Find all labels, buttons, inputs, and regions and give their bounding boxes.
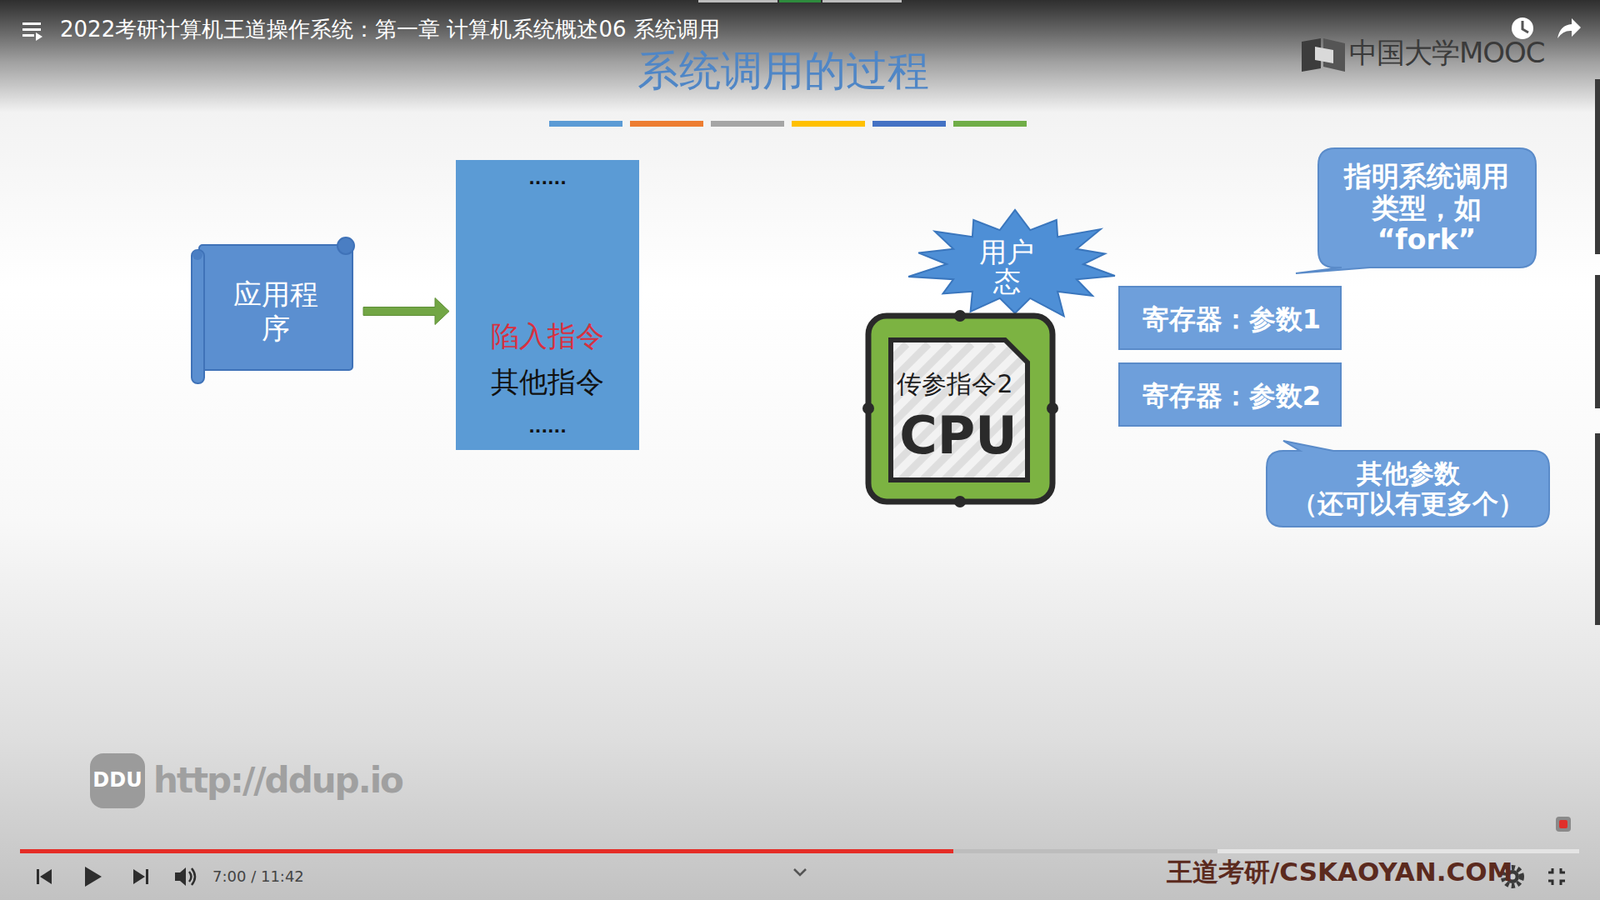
corner — [1560, 880, 1565, 885]
top-bar — [698, 0, 778, 3]
color-bar — [953, 120, 1027, 127]
cpu-chip: 传参指令2CPU — [863, 310, 1058, 507]
scroll-body — [199, 245, 353, 370]
corner — [1548, 880, 1553, 885]
stripe — [891, 344, 1059, 511]
node-outline — [189, 235, 357, 388]
chip-pin — [862, 402, 875, 415]
color-bars — [549, 120, 1027, 127]
watermark-url: http://ddup.io — [153, 760, 403, 801]
next-triangle — [133, 869, 145, 885]
top-bar — [779, 0, 821, 3]
progress-played — [20, 849, 954, 854]
volume-wave — [189, 871, 192, 882]
video-title: 2022考研计算机王道操作系统：第一章 计算机系统概述06 系统调用 — [60, 17, 720, 43]
register-box: 寄存器：参数1 — [1118, 285, 1342, 350]
menu-line — [22, 34, 35, 37]
watermark-badge — [90, 753, 145, 809]
time-display: 7:00 / 11:42 — [212, 868, 305, 886]
stripe — [696, 344, 864, 511]
record-frame — [1555, 816, 1571, 832]
register-box: 寄存器：参数2 — [1118, 362, 1342, 427]
book-mark — [1315, 46, 1334, 64]
scroll-knob — [337, 237, 355, 255]
site-watermark: 王道考研/CSKAOYAN.COM — [1166, 857, 1513, 888]
node-text: 其他参数 （还可以有更多个） — [1286, 459, 1530, 519]
chip-body — [868, 315, 1053, 502]
color-bar — [791, 120, 865, 127]
menu-icon — [22, 22, 43, 41]
stripe — [870, 344, 1037, 511]
instruction-box: ...... 陷入指令其他指令...... — [455, 160, 640, 450]
callout-bubble: 其他参数 （还可以有更多个） — [1266, 450, 1550, 527]
clock-icon — [1511, 17, 1534, 40]
play-triangle — [85, 866, 102, 887]
clock-hands — [1522, 20, 1529, 33]
node-text: 寄存器：参数2 — [1142, 380, 1321, 412]
color-bar — [872, 120, 946, 127]
callout-shape — [1295, 148, 1536, 274]
mooc-logo-icon — [1301, 38, 1345, 72]
corner — [1560, 868, 1565, 873]
chip-pin — [1046, 402, 1059, 415]
menu-play — [35, 32, 43, 41]
slide-title: 系统调用的过程 — [637, 47, 930, 96]
watermark-badge-text: DDU — [92, 769, 142, 793]
clock-face — [1511, 17, 1534, 40]
chip-pin — [954, 310, 966, 322]
color-bar — [710, 120, 785, 127]
arrow-shape — [363, 298, 450, 325]
node-text: 应用程序 — [231, 277, 320, 346]
callout-shape — [1266, 440, 1550, 527]
chip-card-border — [890, 340, 1028, 480]
node-text: 传参指令2 — [896, 370, 1013, 400]
record-icon — [1555, 816, 1571, 832]
prev-triangle — [40, 869, 52, 885]
volume-speaker — [175, 867, 186, 886]
top-shade — [0, 0, 1600, 113]
callout-bubble: 指明系统调用 类型，如 “fork” — [1318, 148, 1536, 268]
edge-segment — [1595, 275, 1600, 409]
node-text: 用户 态 — [976, 238, 1038, 296]
progress-buffer — [20, 849, 1218, 854]
color-bar — [549, 120, 623, 127]
node-text: ...... — [528, 169, 567, 189]
edge-segment — [1595, 79, 1600, 255]
chip-pin — [954, 495, 966, 508]
stripe — [718, 344, 885, 511]
stripe — [740, 344, 907, 511]
player-controls — [36, 866, 806, 887]
prev-bar — [36, 869, 40, 885]
progress-track — [20, 849, 1580, 854]
progress-bar — [20, 849, 1580, 854]
program-scroll: 应用程序 — [189, 235, 357, 388]
chevron — [794, 869, 806, 875]
share-arrow — [1557, 18, 1581, 39]
edge-strip — [1595, 79, 1600, 625]
mode-burst: 用户 态 — [913, 210, 1118, 311]
next-bar — [145, 869, 149, 885]
scroll-roll — [191, 250, 205, 384]
record-dot — [1559, 820, 1568, 829]
menu-line — [22, 28, 41, 31]
node-text: 陷入指令 — [490, 320, 605, 353]
node-text: 指明系统调用 类型，如 “fork” — [1342, 160, 1510, 256]
top-bar — [822, 0, 902, 3]
share-icon — [1557, 18, 1581, 39]
burst-shape — [908, 210, 1115, 317]
logo-text: 中国大学MOOC — [1349, 36, 1545, 70]
node-text: 寄存器：参数1 — [1142, 304, 1321, 335]
edge-segment — [1595, 433, 1600, 625]
fullscreen-exit-icon — [1548, 868, 1565, 885]
flow-arrow — [363, 298, 450, 325]
menu-line — [22, 22, 41, 25]
corner — [1548, 868, 1553, 873]
node-text: ...... — [528, 417, 567, 437]
volume-wave — [191, 868, 195, 885]
scroll-curl — [192, 250, 203, 260]
color-bar — [630, 120, 704, 127]
node-text: 其他指令 — [490, 365, 605, 399]
node-text: CPU — [899, 405, 1017, 465]
